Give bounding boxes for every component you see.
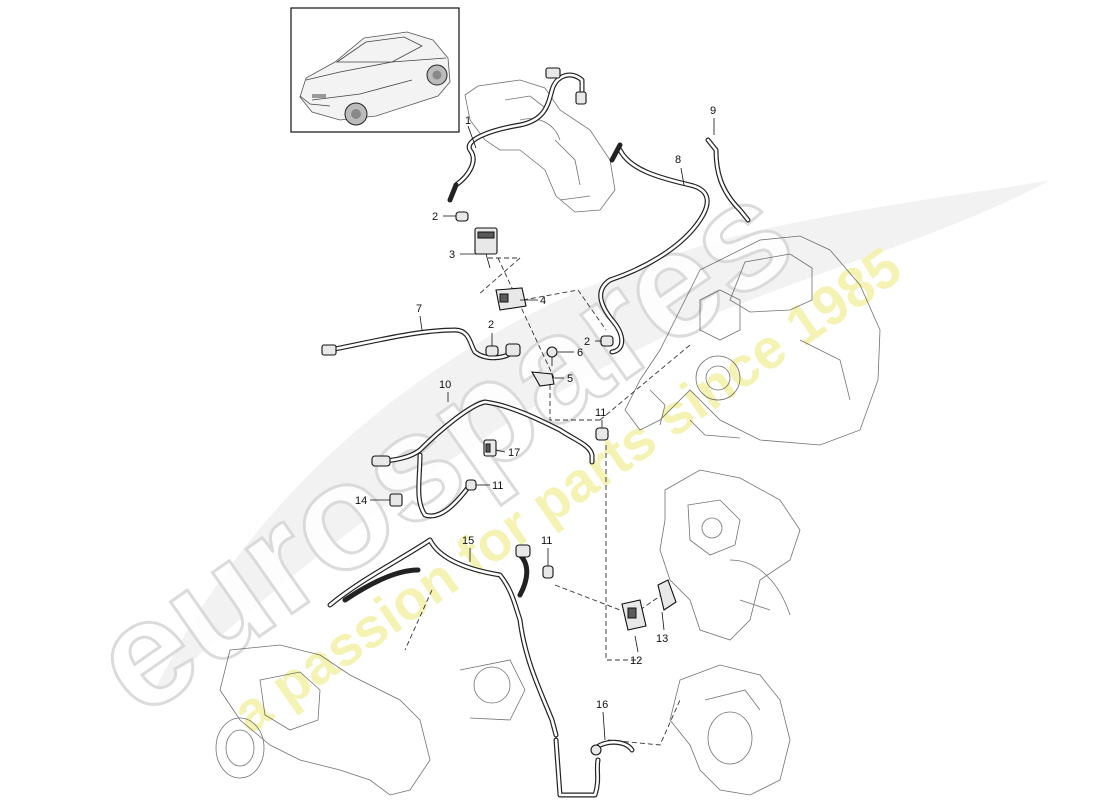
vacuum-line-1: [447, 67, 587, 203]
part-label-11: 11: [492, 480, 503, 492]
part-label-3: 3: [449, 249, 455, 261]
components: [389, 211, 677, 756]
vacuum-line-7: [321, 327, 521, 361]
part-label-9: 9: [710, 105, 716, 117]
hose-connector-2b: [485, 345, 499, 357]
solenoid-valve-3: [474, 227, 498, 269]
part-label-11: 11: [595, 407, 606, 419]
part-label-12: 12: [630, 655, 642, 667]
solenoid-valve-12: [621, 599, 647, 631]
hose-connector-11b: [465, 479, 477, 491]
hose-connector-2c: [600, 335, 614, 347]
part-labels: 1 2 2 2 3 4 5 6 7 8 9 10 11 11 11 12 13 …: [355, 105, 716, 711]
screw-6: [546, 346, 558, 366]
assembly-guide-lines: [404, 257, 691, 746]
part-label-2: 2: [488, 319, 494, 331]
watermark-swoosh: [150, 180, 1050, 700]
part-label-5: 5: [567, 373, 573, 385]
hose-connector-2a: [455, 211, 469, 222]
part-label-4: 4: [540, 295, 546, 307]
part-label-11: 11: [541, 535, 552, 547]
part-label-13: 13: [656, 633, 668, 645]
part-label-16: 16: [596, 699, 608, 711]
bracket-13: [657, 579, 677, 611]
part-label-2: 2: [432, 211, 438, 223]
vehicle-thumbnail: [290, 7, 460, 133]
part-label-15: 15: [462, 535, 474, 547]
part-label-10: 10: [439, 379, 451, 391]
vacuum-line-8: [598, 142, 710, 355]
bracket-5: [530, 371, 555, 387]
clip-17: [483, 439, 497, 457]
part-label-8: 8: [675, 154, 681, 166]
part-label-7: 7: [416, 303, 422, 315]
part-label-14: 14: [355, 495, 367, 507]
watermark: eurospares a passion for parts since 198…: [60, 143, 1050, 748]
vacuum-line-10: [371, 399, 595, 519]
leader-lines: [370, 118, 715, 741]
part-label-1: 1: [465, 115, 471, 127]
hose-connector-11c: [542, 565, 554, 579]
part-label-17: 17: [508, 447, 520, 459]
watermark-brand: eurospares: [62, 145, 821, 746]
hose-connector-11a: [595, 427, 609, 441]
hose-16: [590, 739, 635, 756]
part-label-2: 2: [584, 336, 590, 348]
part-label-6: 6: [577, 347, 583, 359]
pressure-converter-4: [495, 287, 527, 311]
hose-clip-14: [389, 493, 403, 507]
vacuum-line-15: [327, 537, 601, 798]
hose-lines: [321, 67, 751, 798]
car-outline-icon: [299, 31, 451, 126]
vacuum-line-9: [705, 137, 751, 223]
engine-background: [215, 79, 881, 796]
